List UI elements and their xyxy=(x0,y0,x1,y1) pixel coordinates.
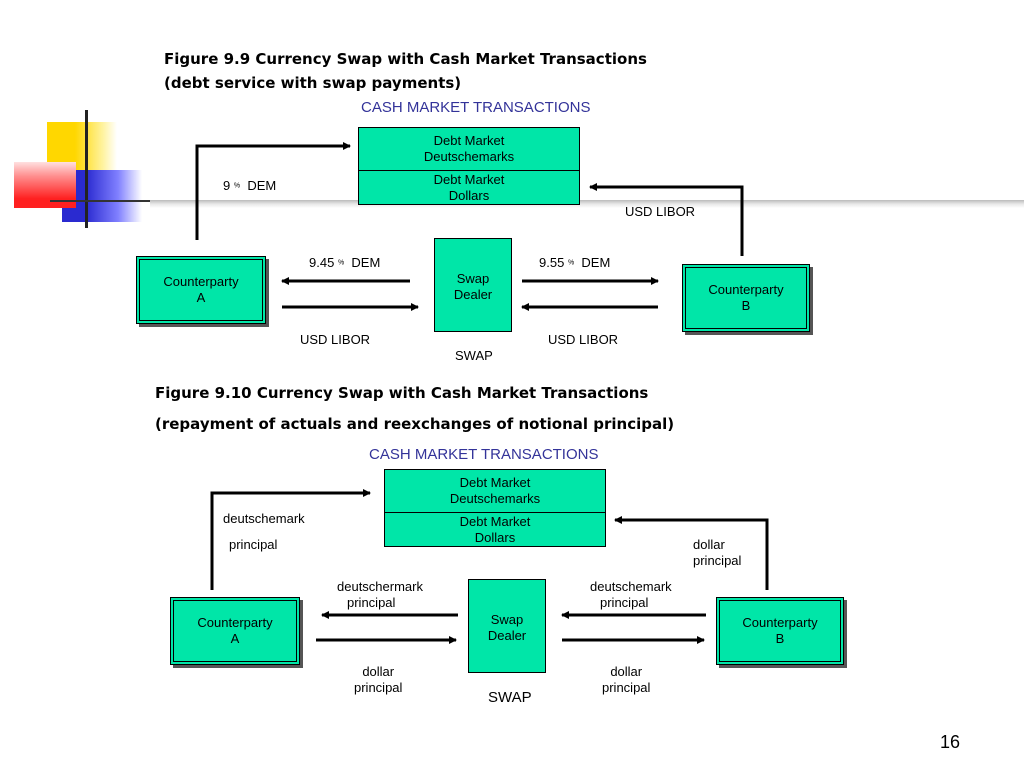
fig2-arrow-a-to-dem-market xyxy=(210,489,371,590)
box-line: Dealer xyxy=(453,287,493,302)
fig2-label-dm-principal-tl-line1: deutschemark xyxy=(223,511,305,526)
fig2-counterparty-b: Counterparty B xyxy=(716,597,844,665)
fig1-label-955-dem: 9.55 % DEM xyxy=(539,255,611,270)
box-line: Counterparty xyxy=(163,274,239,289)
fig1-debt-market-dem-box: Debt Market Deutschemarks xyxy=(358,127,580,171)
deco-vertical-line xyxy=(85,110,88,228)
box-line: B xyxy=(775,631,785,646)
fig1-counterparty-a: Counterparty A xyxy=(136,256,266,324)
box-line: Debt Market xyxy=(459,513,531,529)
fig1-section-heading: CASH MARKET TRANSACTIONS xyxy=(361,99,591,116)
box-line: Debt Market xyxy=(433,171,505,187)
fig1-title-line2: (debt service with swap payments) xyxy=(164,74,462,92)
fig2-arrow-b-to-usd-market xyxy=(614,516,769,590)
box-line: Debt Market xyxy=(459,475,531,490)
fig1-label-usd-libor-right: USD LIBOR xyxy=(548,332,619,347)
fig1-label-9-dem: 9 % DEM xyxy=(223,178,277,193)
box-line: Debt Market xyxy=(433,133,505,148)
header-rule xyxy=(150,200,1024,208)
fig1-title-line1: Figure 9.9 Currency Swap with Cash Marke… xyxy=(164,50,647,68)
fig2-label-dollar-right: dollar principal xyxy=(602,664,651,695)
deco-horizontal-line xyxy=(50,200,170,202)
fig2-label-dm-principal-tl-line2: principal xyxy=(229,537,278,552)
fig1-arrow-b-to-usd-market xyxy=(589,183,744,256)
fig2-label-dm-principal-left: deutschermark principal xyxy=(337,579,423,610)
fig2-label-swap: SWAP xyxy=(488,689,532,706)
box-line: Dollars xyxy=(474,529,516,545)
fig2-debt-market-usd-box: Debt Market Dollars xyxy=(384,512,606,547)
fig2-title-line2: (repayment of actuals and reexchanges of… xyxy=(155,415,675,433)
fig1-debt-market-usd-box: Debt Market Dollars xyxy=(358,170,580,205)
box-line: B xyxy=(741,298,751,313)
fig2-title-line1: Figure 9.10 Currency Swap with Cash Mark… xyxy=(155,384,649,402)
box-line: Swap xyxy=(456,271,490,286)
fig2-label-dollar-principal-tr: dollar principal xyxy=(693,537,742,568)
fig1-counterparty-b: Counterparty B xyxy=(682,264,810,332)
fig2-label-dm-principal-right: deutschemark principal xyxy=(590,579,672,610)
fig1-swap-dealer: Swap Dealer xyxy=(434,238,512,332)
fig2-label-dollar-left: dollar principal xyxy=(354,664,403,695)
fig1-label-usd-libor-top: USD LIBOR xyxy=(625,204,696,219)
page-number: 16 xyxy=(940,732,961,752)
box-line: A xyxy=(196,290,206,305)
fig1-label-swap: SWAP xyxy=(455,348,493,363)
box-line: Counterparty xyxy=(708,282,784,297)
box-line: Counterparty xyxy=(742,615,818,630)
fig1-label-usd-libor-left: USD LIBOR xyxy=(300,332,371,347)
box-line: Deutschemarks xyxy=(423,149,515,164)
fig2-counterparty-a: Counterparty A xyxy=(170,597,300,665)
decorative-graphic xyxy=(0,100,170,230)
fig1-arrow-a-to-dem-market xyxy=(195,142,351,240)
box-line: Counterparty xyxy=(197,615,273,630)
fig2-swap-dealer: Swap Dealer xyxy=(468,579,546,673)
fig1-label-945-dem: 9.45 % DEM xyxy=(309,255,381,270)
fig2-section-heading: CASH MARKET TRANSACTIONS xyxy=(369,446,599,463)
box-line: Dealer xyxy=(487,628,527,643)
box-line: Swap xyxy=(490,612,524,627)
fig2-debt-market-dem-box: Debt Market Deutschemarks xyxy=(384,469,606,513)
box-line: Dollars xyxy=(448,187,490,203)
box-line: Deutschemarks xyxy=(449,491,541,506)
box-line: A xyxy=(230,631,240,646)
